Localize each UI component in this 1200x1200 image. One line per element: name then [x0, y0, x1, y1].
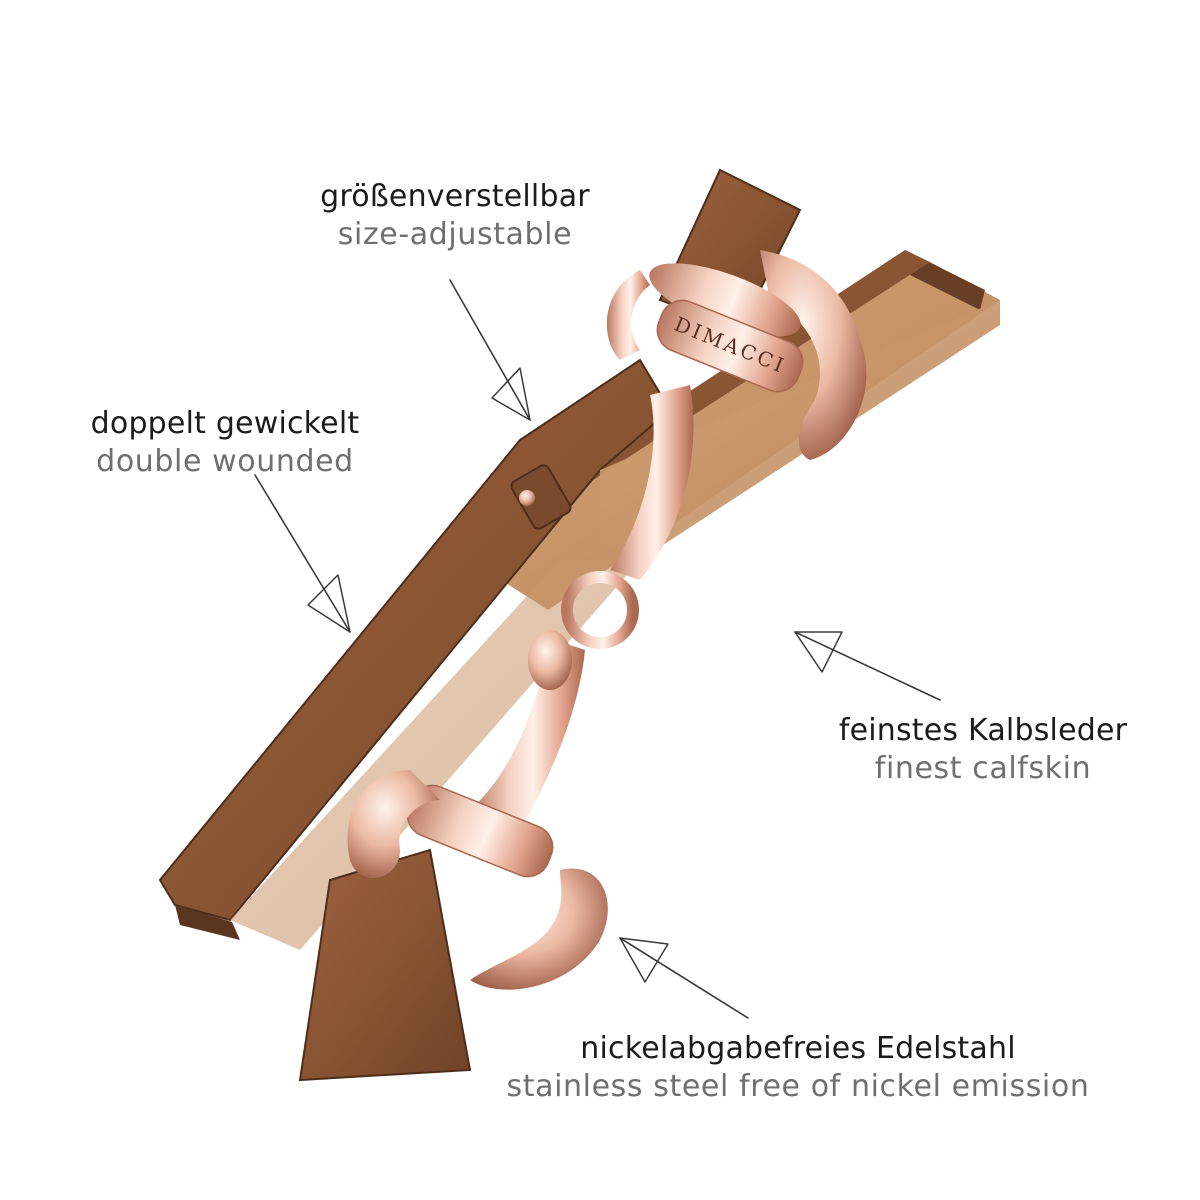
arrow-size — [449, 279, 531, 421]
arrow-double — [254, 474, 351, 633]
callout-steel-en: stainless steel free of nickel emission — [506, 1068, 1090, 1104]
callout-steel-de: nickelabgabefreies Edelstahl — [580, 1031, 1016, 1066]
callout-leather-en: finest calfskin — [874, 750, 1092, 786]
clasp-hardware: DIMACCI — [347, 250, 867, 990]
arrow-leather — [794, 631, 941, 701]
callout-size-adjustable: größenverstellbar size-adjustable — [305, 178, 605, 253]
arrow-steel — [619, 937, 749, 1019]
callout-stainless-steel: nickelabgabefreies Edelstahl stainless s… — [488, 1030, 1108, 1105]
callout-double-wound: doppelt gewickelt double wounded — [60, 405, 390, 480]
strap-front-wrap — [158, 168, 1000, 1082]
callout-double-en: double wounded — [96, 443, 354, 479]
callout-calfskin: feinstes Kalbsleder finest calfskin — [818, 712, 1148, 787]
callout-double-de: doppelt gewickelt — [90, 406, 360, 441]
callout-leather-de: feinstes Kalbsleder — [838, 713, 1128, 748]
callout-size-de: größenverstellbar — [320, 179, 590, 214]
callout-size-en: size-adjustable — [337, 216, 573, 252]
